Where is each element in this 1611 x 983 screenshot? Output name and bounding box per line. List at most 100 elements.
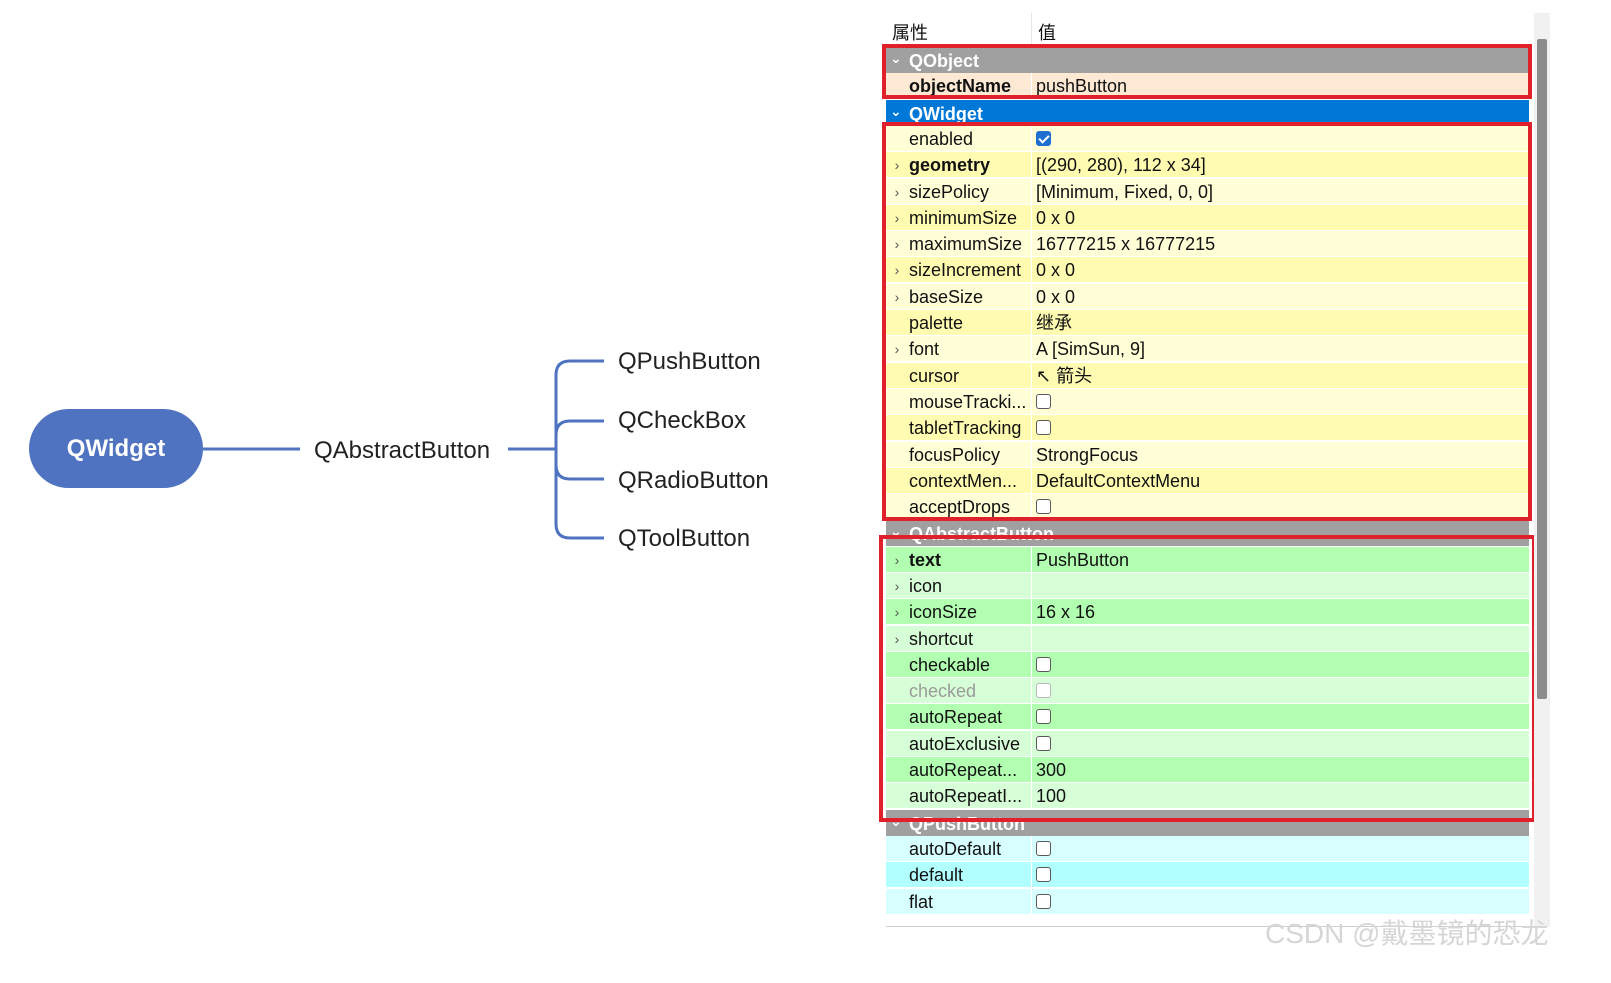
collapse-chevron-icon[interactable]: ⌄: [890, 50, 902, 66]
property-row-checkable[interactable]: checkable: [886, 652, 1529, 678]
property-name: checked: [909, 681, 977, 701]
property-checkbox[interactable]: [1036, 420, 1051, 435]
property-row-cursor[interactable]: cursor↖ 箭头: [886, 363, 1529, 389]
group-header-qobject[interactable]: ⌄QObject: [886, 47, 1529, 73]
column-divider: [1031, 573, 1032, 599]
property-name: focusPolicy: [909, 445, 1001, 465]
property-row-autorepeat[interactable]: autoRepeat...300: [886, 757, 1529, 783]
property-row-default[interactable]: default: [886, 862, 1529, 888]
property-row-autodefault[interactable]: autoDefault: [886, 836, 1529, 862]
header-divider[interactable]: [1031, 13, 1032, 45]
property-value[interactable]: PushButton: [1036, 550, 1130, 570]
property-row-autorepeat[interactable]: autoRepeat: [886, 704, 1529, 730]
property-checkbox[interactable]: [1036, 499, 1051, 514]
property-value[interactable]: 300: [1036, 760, 1067, 780]
property-row-objectname[interactable]: objectName pushButton: [886, 73, 1529, 99]
expand-chevron-icon[interactable]: ›: [894, 184, 900, 200]
mindmap-root-label: QWidget: [66, 434, 166, 462]
column-divider: [1031, 415, 1032, 441]
property-name: palette: [909, 313, 964, 333]
property-value[interactable]: 16 x 16: [1036, 602, 1096, 622]
expand-chevron-icon[interactable]: ›: [894, 236, 900, 252]
property-name: checkable: [909, 655, 991, 675]
column-divider: [1031, 205, 1032, 231]
property-row-autorepeati[interactable]: autoRepeatI...100: [886, 783, 1529, 809]
property-row-tablettracking[interactable]: tabletTracking: [886, 415, 1529, 441]
property-name: objectName: [909, 76, 1012, 96]
expand-chevron-icon[interactable]: ›: [894, 604, 900, 620]
property-row-icon[interactable]: ›icon: [886, 573, 1529, 599]
property-value[interactable]: 16777215 x 16777215: [1036, 234, 1216, 254]
property-checkbox[interactable]: [1036, 709, 1051, 724]
property-checkbox[interactable]: [1036, 131, 1051, 146]
property-row-flat[interactable]: flat: [886, 889, 1529, 915]
property-value[interactable]: 100: [1036, 786, 1067, 806]
vertical-scrollbar[interactable]: [1534, 13, 1550, 927]
property-row-autoexclusive[interactable]: autoExclusive: [886, 731, 1529, 757]
property-row-contextmen[interactable]: contextMen...DefaultContextMenu: [886, 468, 1529, 494]
expand-chevron-icon[interactable]: ›: [894, 289, 900, 305]
property-row-sizepolicy[interactable]: ›sizePolicy[Minimum, Fixed, 0, 0]: [886, 179, 1529, 205]
property-name: tabletTracking: [909, 418, 1022, 438]
property-name: sizeIncrement: [909, 260, 1022, 280]
collapse-chevron-icon[interactable]: ⌄: [890, 103, 902, 119]
group-header-qpushbutton[interactable]: ⌄QPushButton: [886, 810, 1529, 836]
property-value[interactable]: [Minimum, Fixed, 0, 0]: [1036, 182, 1214, 202]
property-row-checked[interactable]: checked: [886, 678, 1529, 704]
property-value[interactable]: DefaultContextMenu: [1036, 471, 1201, 491]
property-checkbox[interactable]: [1036, 394, 1051, 409]
property-row-sizeincrement[interactable]: › sizeIncrement 0 x 0: [886, 257, 1529, 283]
group-header-qwidget[interactable]: ⌄QWidget: [886, 100, 1529, 126]
property-value[interactable]: 继承: [1036, 313, 1072, 333]
property-checkbox[interactable]: [1036, 841, 1051, 856]
property-value[interactable]: 0 x 0: [1036, 260, 1076, 280]
property-name: autoDefault: [909, 839, 1002, 859]
property-row-palette[interactable]: palette 继承: [886, 310, 1529, 336]
column-divider: [1031, 152, 1032, 178]
property-value[interactable]: StrongFocus: [1036, 445, 1139, 465]
expand-chevron-icon[interactable]: ›: [894, 341, 900, 357]
header-property[interactable]: 属性: [892, 23, 928, 43]
property-row-enabled[interactable]: enabled: [886, 126, 1529, 152]
expand-chevron-icon[interactable]: ›: [894, 262, 900, 278]
property-checkbox[interactable]: [1036, 736, 1051, 751]
property-row-basesize[interactable]: › baseSize 0 x 0: [886, 284, 1529, 310]
property-checkbox[interactable]: [1036, 867, 1051, 882]
expand-chevron-icon[interactable]: ›: [894, 631, 900, 647]
property-checkbox[interactable]: [1036, 657, 1051, 672]
expand-chevron-icon[interactable]: ›: [894, 552, 900, 568]
scrollbar-thumb[interactable]: [1537, 39, 1547, 699]
column-divider: [1031, 547, 1032, 573]
watermark: CSDN @戴墨镜的恐龙: [1265, 918, 1549, 949]
property-checkbox[interactable]: [1036, 894, 1051, 909]
property-value[interactable]: ↖ 箭头: [1036, 366, 1093, 386]
expand-chevron-icon[interactable]: ›: [894, 210, 900, 226]
property-value[interactable]: 0 x 0: [1036, 208, 1076, 228]
header-value[interactable]: 值: [1038, 23, 1056, 43]
column-divider: [1031, 257, 1032, 283]
collapse-chevron-icon[interactable]: ⌄: [890, 813, 902, 829]
expand-chevron-icon[interactable]: ›: [894, 157, 900, 173]
property-name: minimumSize: [909, 208, 1018, 228]
column-divider: [1031, 862, 1032, 888]
property-row-acceptdrops[interactable]: acceptDrops: [886, 494, 1529, 520]
property-row-geometry[interactable]: ›geometry[(290, 280), 112 x 34]: [886, 152, 1529, 178]
expand-chevron-icon[interactable]: ›: [894, 578, 900, 594]
property-name: baseSize: [909, 287, 984, 307]
property-value[interactable]: pushButton: [1036, 76, 1128, 96]
property-value[interactable]: 0 x 0: [1036, 287, 1076, 307]
property-value[interactable]: [(290, 280), 112 x 34]: [1036, 155, 1206, 175]
property-editor: 属性 值 ⌄QObject objectName pushButton ⌄QWidge…: [886, 13, 1529, 927]
collapse-chevron-icon[interactable]: ⌄: [890, 523, 902, 539]
column-divider: [1031, 889, 1032, 915]
property-row-mousetracki[interactable]: mouseTracki...: [886, 389, 1529, 415]
property-value[interactable]: A [SimSun, 9]: [1036, 339, 1146, 359]
group-header-qabstractbutton[interactable]: ⌄QAbstractButton: [886, 520, 1529, 546]
property-row-minimumsize[interactable]: › minimumSize 0 x 0: [886, 205, 1529, 231]
property-row-focuspolicy[interactable]: focusPolicy StrongFocus: [886, 442, 1529, 468]
property-row-shortcut[interactable]: ›shortcut: [886, 626, 1529, 652]
